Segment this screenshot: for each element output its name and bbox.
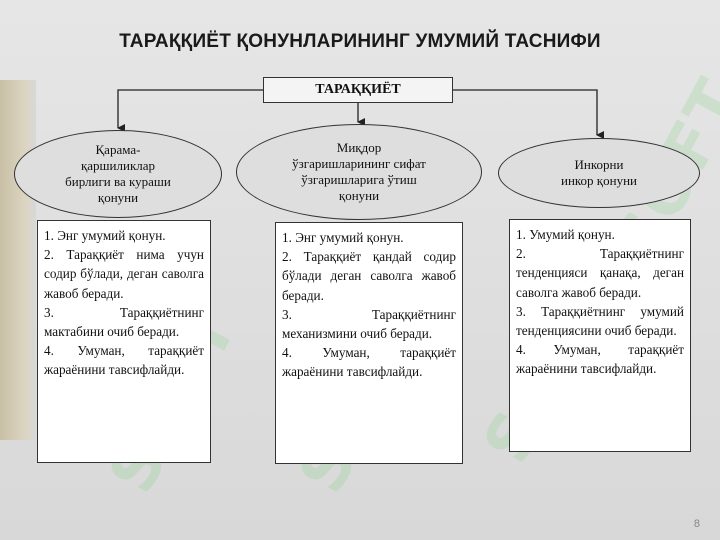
law-2-description: 1. Энг умумий қонун. 2. Тараққиёт қандай…	[275, 222, 463, 464]
list-item: 2. Тараққиёт қандай содир бўлади деган с…	[282, 249, 456, 303]
law-2-node: Миқдор ўзгаришларининг сифат ўзгаришлари…	[236, 124, 482, 220]
list-item: 1. Умумий қонун.	[516, 227, 615, 242]
list-item: 3. Тараққиётнинг механизмини очиб беради…	[282, 306, 456, 342]
list-item: 1. Энг умумий қонун.	[44, 228, 166, 243]
law-1-name: Қарама- қаршиликлар бирлиги ва кураши қо…	[65, 142, 171, 205]
list-item: 4. Умуман, тараққиёт жараёнини тавсифлай…	[282, 345, 456, 380]
list-item: 2. Тараққиётнинг тенденцияси қанақа, дег…	[516, 246, 684, 300]
law-3-name: Инкорни инкор қонуни	[560, 157, 637, 188]
law-1-node: Қарама- қаршиликлар бирлиги ва кураши қо…	[14, 130, 222, 218]
page-title: ТАРАҚҚИЁТ ҚОНУНЛАРИНИНГ УМУМИЙ ТАСНИФИ	[119, 31, 601, 52]
law-1-description: 1. Энг умумий қонун. 2. Тараққиёт нима у…	[37, 220, 211, 463]
list-item: 3. Тараққиётнинг мактабини очиб беради.	[44, 304, 204, 340]
list-item: 4. Умуман, тараққиёт жараёнини тавсифлай…	[44, 343, 204, 378]
list-item: 2. Тараққиёт нима учун содир бўлади, дег…	[44, 247, 204, 301]
law-2-name: Миқдор ўзгаришларининг сифат ўзгаришлари…	[292, 140, 426, 203]
connector-left	[117, 89, 263, 132]
list-item: 4. Умуман, тараққиёт жараёнини тавсифлай…	[516, 342, 684, 377]
list-item: 1. Энг умумий қонун.	[282, 230, 404, 245]
page-number: 8	[693, 518, 700, 530]
decorative-side-band	[0, 80, 36, 440]
law-3-node: Инкорни инкор қонуни	[498, 138, 700, 208]
list-item: 3. Тараққиётнинг умумий тенденциясини оч…	[516, 303, 684, 339]
law-3-description: 1. Умумий қонун. 2. Тараққиётнинг тенден…	[509, 219, 691, 452]
root-node: ТАРАҚҚИЁТ	[263, 77, 453, 103]
connector-right	[453, 89, 604, 139]
